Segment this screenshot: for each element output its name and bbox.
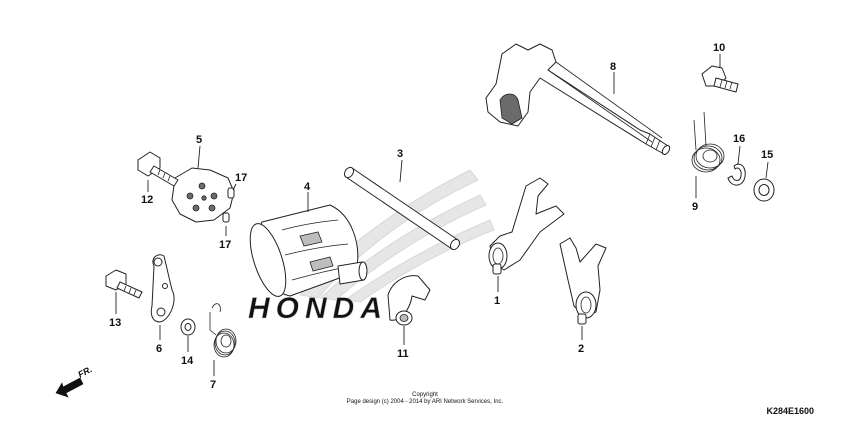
- part-1-shift-fork: [488, 177, 565, 275]
- part-4-shift-drum: [249, 204, 368, 297]
- callout-8: 8: [610, 61, 616, 73]
- part-14-washer: [180, 318, 196, 336]
- callout-15: 15: [761, 149, 773, 161]
- part-15-washer: [753, 178, 775, 202]
- callout-17-upper: 17: [235, 172, 247, 184]
- callout-2: 2: [578, 343, 584, 355]
- callout-13: 13: [109, 317, 121, 329]
- copyright-line-2: Page design (c) 2004 - 2014 by ARI Netwo…: [347, 399, 504, 405]
- front-direction-label: FR.: [76, 364, 93, 380]
- part-12-bolt: [137, 151, 179, 187]
- part-17-dowel-pins: [222, 187, 235, 223]
- callout-3: 3: [397, 148, 403, 160]
- watermark-text: HONDA: [248, 292, 388, 325]
- callout-7: 7: [210, 379, 216, 391]
- callout-9: 9: [692, 201, 698, 213]
- part-5-drum-center: [171, 167, 235, 223]
- front-arrow-icon: [55, 377, 84, 398]
- callout-4: 4: [304, 181, 311, 193]
- part-9-spring: [691, 111, 725, 173]
- copyright-line-1: Copyright: [412, 392, 438, 398]
- callout-5: 5: [196, 134, 202, 146]
- callout-14: 14: [181, 355, 194, 367]
- part-16-circlip: [727, 163, 746, 186]
- front-direction-indicator: FR.: [55, 364, 94, 398]
- callout-11: 11: [397, 348, 409, 360]
- callout-17-lower: 17: [219, 239, 231, 251]
- part-2-shift-fork: [559, 237, 607, 325]
- part-6-stopper-arm: [150, 254, 175, 323]
- part-10-bolt: [701, 65, 739, 93]
- callout-numbers: 1 2 3 4 5 6 7 8 9 10 11 12 13 14 15 16 1…: [109, 42, 773, 391]
- part-8-gearshift-spindle: [485, 43, 671, 156]
- part-7-return-spring: [209, 303, 237, 358]
- figure-code: K284E1600: [766, 406, 814, 416]
- callout-leaders: [115, 54, 769, 376]
- part-11-stopper-plate: [387, 275, 431, 326]
- callout-10: 10: [713, 42, 725, 54]
- part-13-bolt: [105, 269, 143, 299]
- callout-1: 1: [494, 295, 500, 307]
- part-3-shift-fork-shaft: [343, 166, 461, 251]
- callout-12: 12: [141, 194, 153, 206]
- callout-16: 16: [733, 133, 745, 145]
- callout-6: 6: [156, 343, 162, 355]
